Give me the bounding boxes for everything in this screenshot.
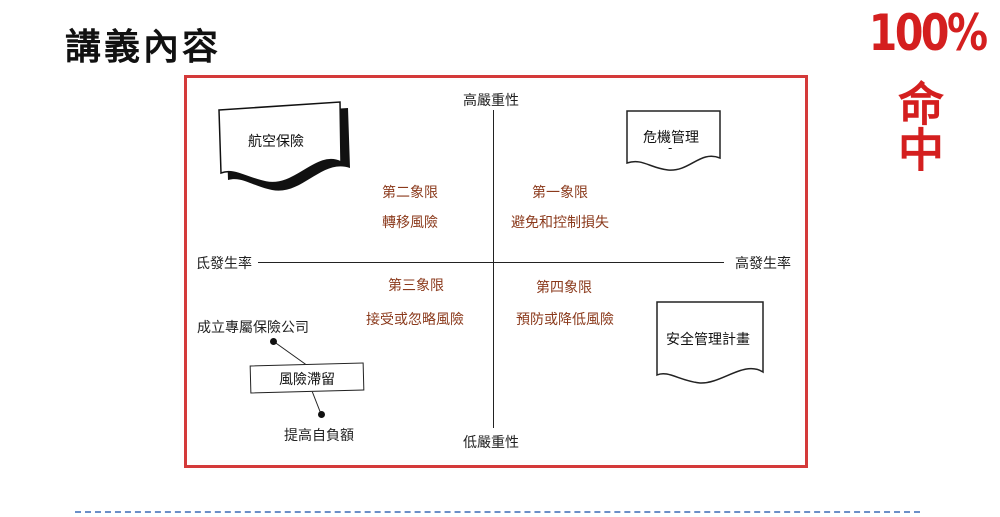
axis-label-high-frequency: 高發生率 (735, 256, 791, 272)
aviation-insurance-banner (218, 101, 342, 184)
quadrant-2-name: 第二象限 (382, 185, 438, 201)
aviation-insurance-label: 航空保險 (248, 134, 304, 150)
deductible-connector-line (311, 390, 322, 415)
page-title: 講義內容 (65, 27, 222, 68)
captive-insurer-dot (270, 338, 277, 345)
crisis-management-mark: - (668, 141, 673, 155)
axis-label-high-severity: 高嚴重性 (463, 93, 519, 109)
stamp-words: 命中 (891, 80, 945, 172)
safety-plan-label: 安全管理計畫 (666, 332, 750, 348)
captive-insurer-label: 成立專屬保險公司 (197, 320, 309, 336)
crisis-management-document (626, 110, 721, 171)
dashed-divider (75, 511, 920, 513)
axis-label-low-severity: 低嚴重性 (463, 435, 519, 451)
axis-label-low-frequency: 氐發生率 (196, 256, 252, 272)
higher-deductible-dot (318, 411, 325, 418)
captive-connector-line (272, 340, 309, 367)
hit-rate-stamp: 100% 命中 (858, 4, 988, 186)
quadrant-1-name: 第一象限 (532, 185, 588, 201)
quadrant-3-strategy: 接受或忽略風險 (366, 312, 464, 328)
quadrant-4-strategy: 預防或降低風險 (516, 312, 614, 328)
safety-plan-document (656, 301, 764, 384)
crisis-management-label: 危機管理 (643, 130, 699, 146)
quadrant-3-name: 第三象限 (388, 278, 444, 294)
horizontal-axis (258, 262, 724, 263)
quadrant-4-name: 第四象限 (536, 280, 592, 296)
quadrant-1-strategy: 避免和控制損失 (511, 215, 609, 231)
higher-deductible-label: 提高自負額 (284, 428, 354, 444)
quadrant-2-strategy: 轉移風險 (382, 215, 438, 231)
risk-retention-label: 風險滯留 (279, 372, 335, 388)
vertical-axis (493, 110, 494, 428)
diagram-frame (184, 75, 808, 468)
